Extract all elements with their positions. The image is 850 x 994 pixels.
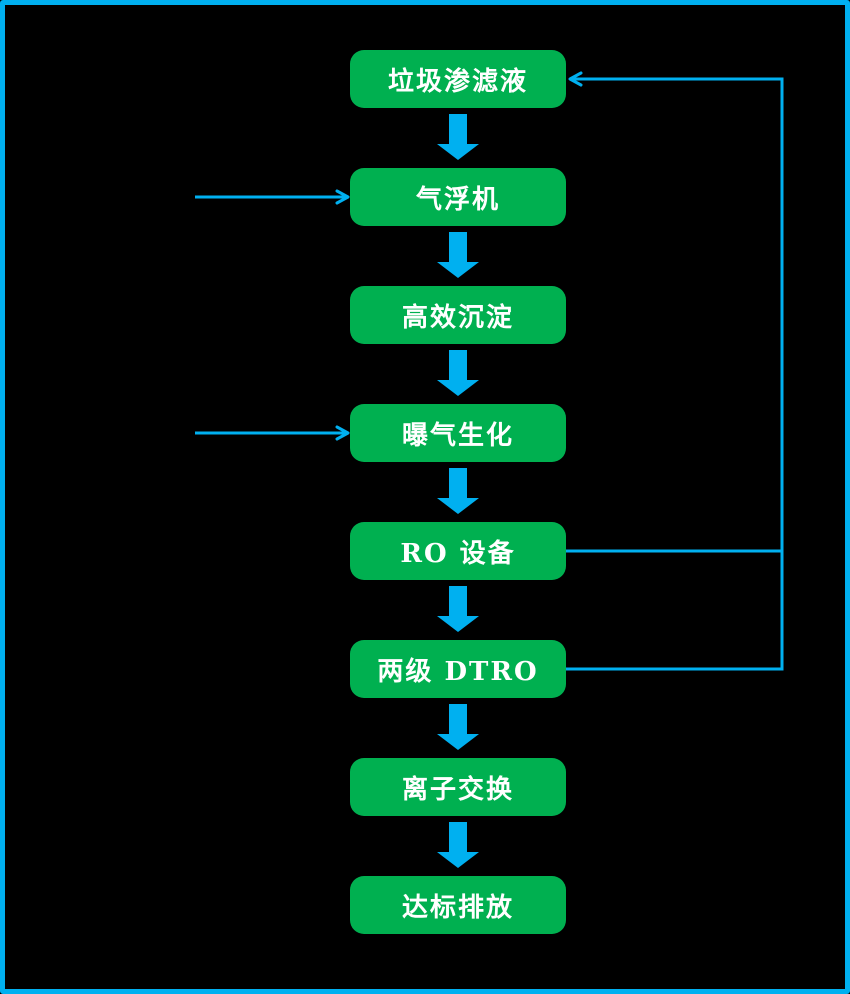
node-air-flotation: 气浮机 xyxy=(350,168,566,226)
return-line-dtro-to-leachate xyxy=(566,71,784,671)
block-arrow-down-1 xyxy=(437,114,479,160)
node-aeration-biochemical: 曝气生化 xyxy=(350,404,566,462)
block-arrow-down-7 xyxy=(437,822,479,868)
node-high-efficiency-sedimentation: 高效沉淀 xyxy=(350,286,566,344)
node-ro-equipment: RO 设备 xyxy=(350,522,566,580)
block-arrow-down-5 xyxy=(437,586,479,632)
node-leachate: 垃圾渗滤液 xyxy=(350,50,566,108)
block-arrow-down-3 xyxy=(437,350,479,396)
block-arrow-down-6 xyxy=(437,704,479,750)
block-arrow-down-2 xyxy=(437,232,479,278)
node-ion-exchange: 离子交换 xyxy=(350,758,566,816)
node-standard-discharge: 达标排放 xyxy=(350,876,566,934)
block-arrow-down-4 xyxy=(437,468,479,514)
node-two-stage-dtro: 两级 DTRO xyxy=(350,640,566,698)
